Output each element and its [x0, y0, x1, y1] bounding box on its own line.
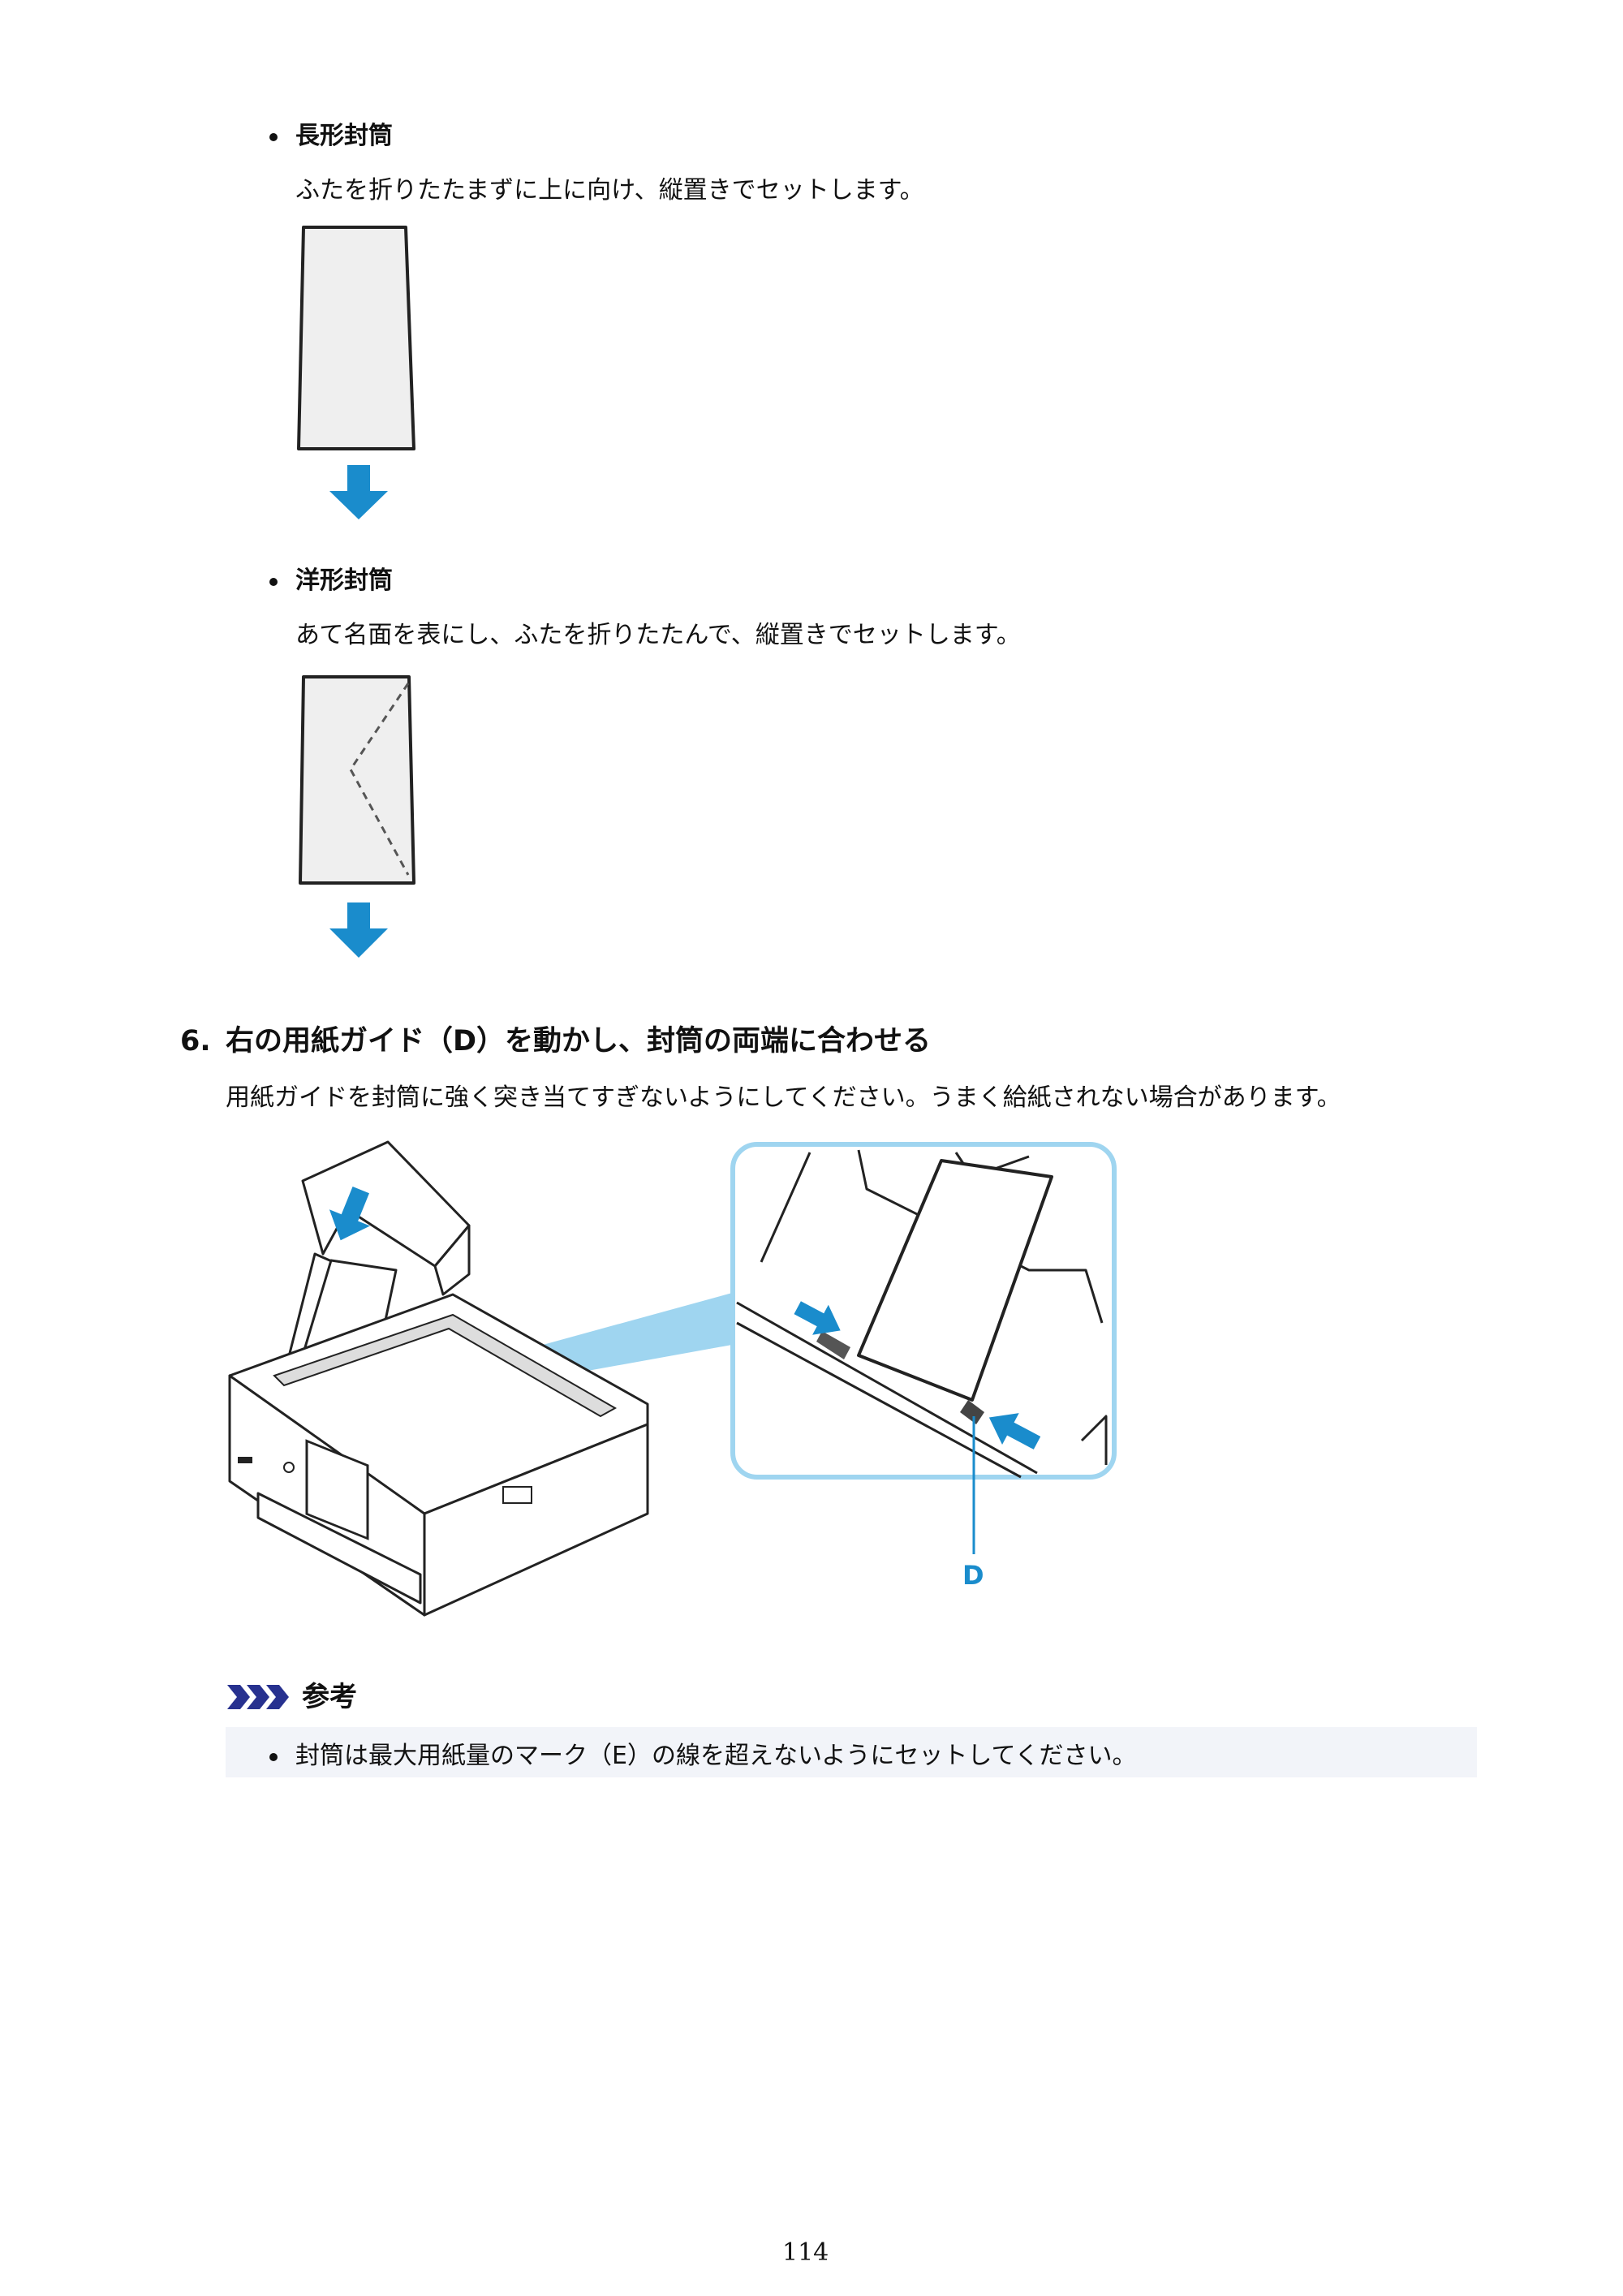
- step-instruction: 用紙ガイドを封筒に強く突き当てすぎないようにしてください。うまく給紙されない場合…: [226, 1083, 1341, 1112]
- instruction-western-envelope: あて名面を表にし、ふたを折りたたんで、縦置きでセットします。: [295, 621, 1021, 649]
- arrow-left-icon: [988, 1413, 1041, 1450]
- note-box: [226, 1727, 1477, 1777]
- callout-label-d: D: [962, 1560, 984, 1591]
- card-slot: [238, 1457, 252, 1463]
- note-chevrons-icon: [227, 1685, 289, 1709]
- arrow-down-icon: [329, 902, 388, 958]
- printer-touchscreen: [305, 1439, 369, 1540]
- arrow-down-icon: [329, 1186, 370, 1241]
- long-envelope-shape: [297, 226, 415, 450]
- bullet-dot: [269, 578, 278, 586]
- page-number: 114: [782, 2238, 829, 2267]
- long-envelope-illustration: [297, 226, 415, 519]
- zoom-envelope: [857, 1159, 1053, 1402]
- bullet-dot: [269, 133, 278, 141]
- step-title: 右の用紙ガイド（D）を動かし、封筒の両端に合わせる: [226, 1025, 932, 1058]
- envelope-flap-fold-line: [349, 683, 410, 876]
- paper-guide-left: [816, 1331, 850, 1359]
- paper-guide-right: [960, 1400, 984, 1424]
- section-heading-western-envelope: 洋形封筒: [295, 566, 393, 595]
- side-vent: [502, 1486, 532, 1504]
- note-heading: 参考: [302, 1681, 357, 1713]
- arrow-right-icon: [794, 1301, 841, 1335]
- section-heading-long-envelope: 長形封筒: [295, 122, 393, 150]
- arrow-down-icon: [329, 465, 388, 519]
- power-button-icon: [283, 1462, 295, 1473]
- step-number: 6.: [180, 1025, 211, 1058]
- printer-paper-guide-illustration: [228, 1140, 1117, 1617]
- instruction-long-envelope: ふたを折りたたまずに上に向け、縦置きでセットします。: [295, 176, 924, 205]
- bullet-dot: [269, 1753, 278, 1761]
- paper-slot: [273, 1313, 618, 1418]
- note-item: 封筒は最大用紙量のマーク（E）の線を超えないようにセットしてください。: [295, 1742, 1137, 1770]
- western-envelope-illustration: [299, 675, 415, 958]
